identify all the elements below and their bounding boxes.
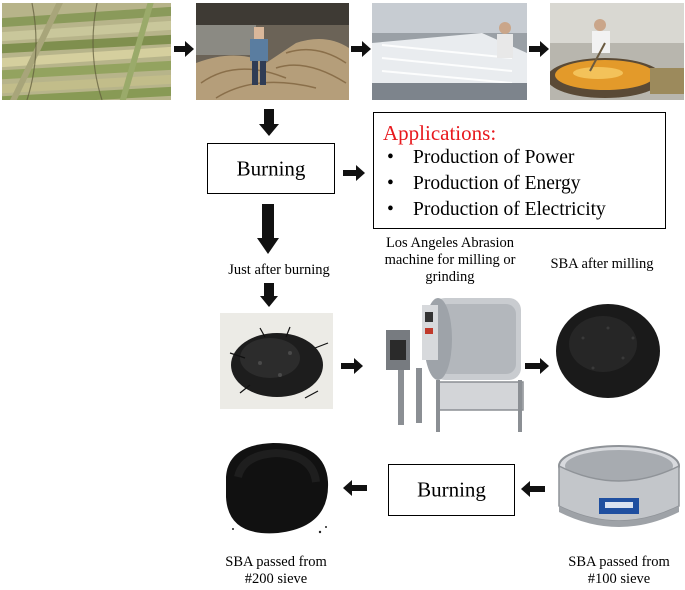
arrow-right-applications (343, 165, 365, 181)
caption-sba-200-sieve: SBA passed from #200 sieve (225, 554, 327, 587)
arrow-left-2 (521, 481, 545, 497)
sugar-processing-photo (372, 3, 527, 100)
sba-after-milling-photo (553, 298, 663, 404)
burning-box-2: Burning (388, 464, 515, 516)
burning-label-1: Burning (236, 156, 306, 180)
arrow-down-3 (260, 283, 278, 307)
arrow-down-2 (257, 204, 279, 254)
la-abrasion-machine-photo (378, 290, 530, 435)
applications-box: Applications: •Production of Power •Prod… (373, 112, 666, 229)
applications-title: Applications: (383, 121, 497, 145)
application-item: •Production of Electricity (387, 199, 606, 220)
application-item: •Production of Energy (387, 173, 581, 194)
caption-sba-100-sieve: SBA passed from #100 sieve (568, 554, 670, 587)
burnt-bagasse-photo (220, 313, 333, 409)
sieve-100-photo (555, 440, 683, 536)
arrow-right-2 (351, 41, 371, 57)
burning-label-2: Burning (417, 477, 486, 502)
arrow-down-1 (259, 109, 279, 136)
arrow-left-1 (343, 480, 367, 496)
caption-just-after-burning: Just after burning (228, 262, 330, 278)
arrow-right-1 (174, 41, 194, 57)
sba-200-sieve-photo (218, 437, 334, 540)
burning-box-1: Burning (207, 143, 335, 194)
caption-la-abrasion-machine: Los Angeles Abrasion machine for milling… (384, 235, 516, 285)
arrow-right-3 (529, 41, 549, 57)
caption-sba-after-milling: SBA after milling (550, 256, 654, 272)
arrow-right-mid-2 (525, 358, 549, 374)
application-item: •Production of Power (387, 147, 575, 168)
arrow-right-mid-1 (341, 358, 363, 374)
sugarcane-bundles-photo (2, 3, 171, 100)
boiling-juice-photo (550, 3, 684, 100)
applications-list: •Production of Power •Production of Ener… (383, 145, 665, 223)
worker-with-bagasse-photo (196, 3, 349, 100)
